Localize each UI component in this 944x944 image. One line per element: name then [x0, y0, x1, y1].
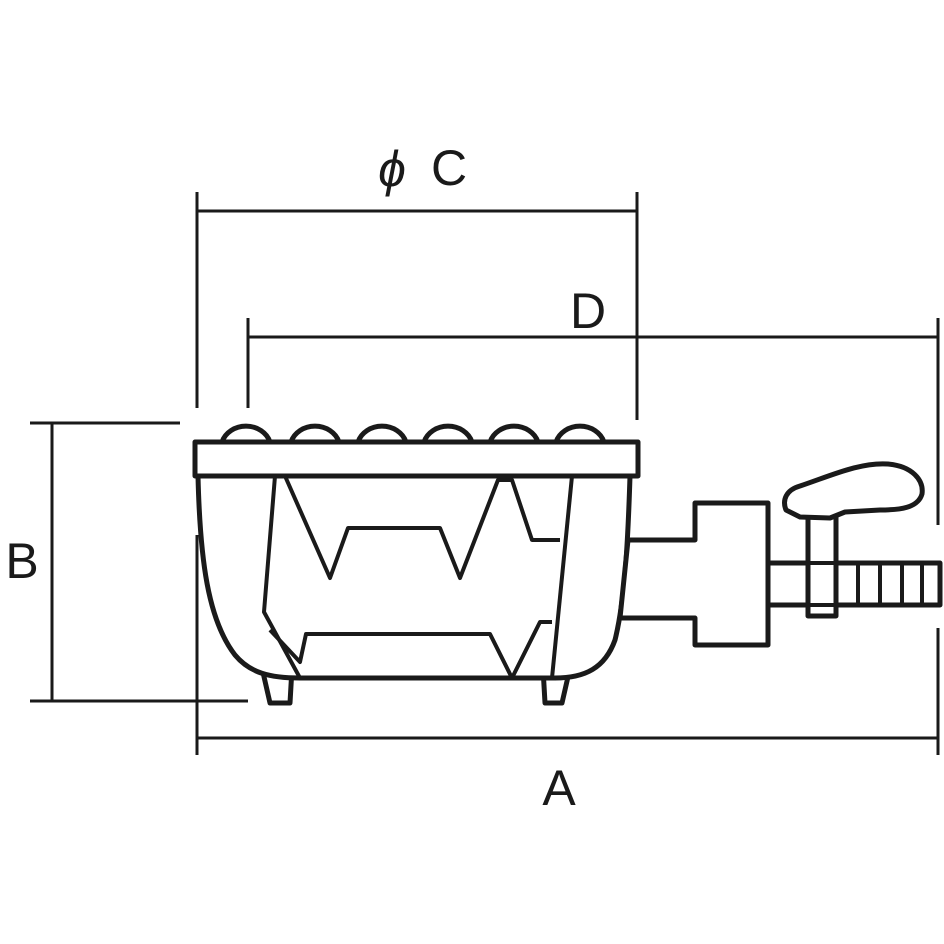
dimension-b — [30, 421, 248, 703]
hose-nozzle-ribs — [856, 563, 924, 605]
wind-guard-upper — [283, 475, 560, 580]
label-c-symbol: ϕ — [378, 141, 406, 197]
dimension-a — [195, 535, 940, 755]
label-a: A — [542, 760, 576, 816]
inner-panel-right — [550, 475, 574, 679]
dimension-c — [195, 192, 639, 420]
dimension-d — [246, 318, 940, 525]
hose-nozzle — [765, 560, 943, 608]
burner-illustration — [192, 423, 943, 706]
burner-cap-bumps — [219, 423, 607, 445]
burner-body — [195, 473, 633, 681]
label-d: D — [570, 283, 606, 339]
mixer-tube — [617, 500, 771, 648]
label-b: B — [5, 533, 38, 589]
burner-rim — [192, 439, 641, 479]
label-c: C — [431, 140, 467, 196]
valve-knob — [782, 461, 925, 521]
wind-guard-lower — [268, 620, 552, 680]
inner-panel-left — [262, 475, 302, 679]
